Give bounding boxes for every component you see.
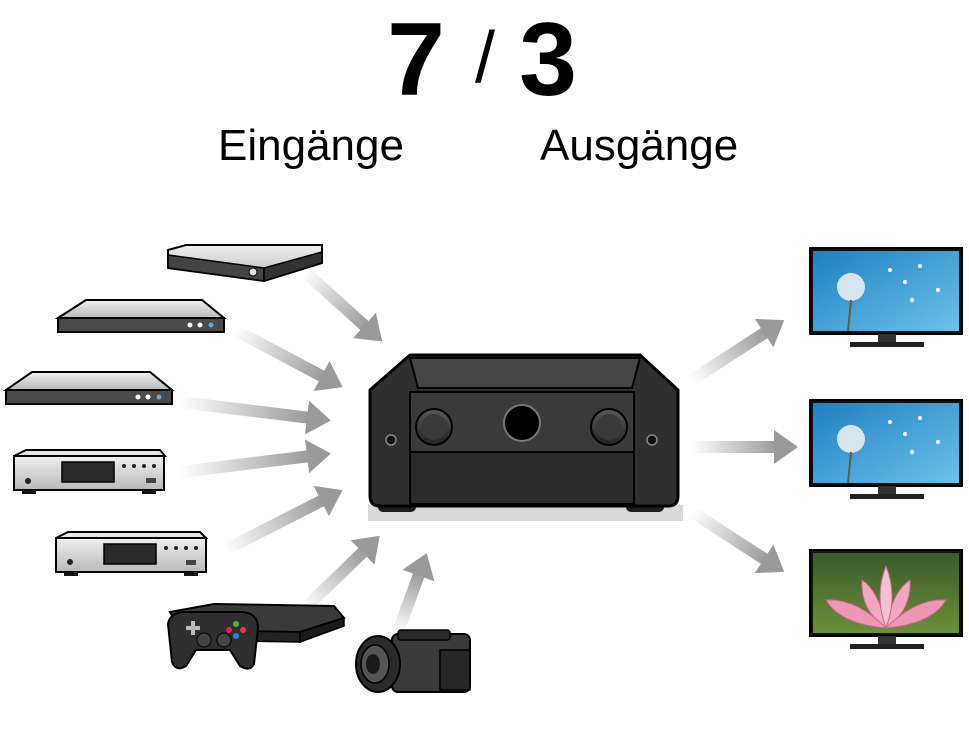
tv-dandelion-icon bbox=[809, 399, 963, 499]
camcorder-icon bbox=[355, 629, 471, 693]
output-arrow bbox=[688, 318, 785, 386]
cd-player-icon bbox=[13, 449, 168, 494]
tv-lotus-icon bbox=[809, 549, 963, 649]
inputs-count: 7 bbox=[387, 2, 445, 118]
output-arrow bbox=[692, 430, 798, 464]
output-arrows bbox=[688, 318, 798, 574]
input-arrow bbox=[392, 553, 435, 635]
game-console-icon bbox=[166, 602, 346, 670]
input-arrow bbox=[300, 535, 380, 613]
input-arrow bbox=[179, 396, 331, 435]
inputs-label: Eingänge bbox=[218, 121, 404, 170]
tuner-icon bbox=[55, 531, 209, 576]
streaming-box-icon bbox=[167, 244, 323, 283]
input-arrow bbox=[232, 324, 343, 392]
input-arrow bbox=[300, 267, 383, 342]
input-arrow bbox=[179, 439, 331, 478]
blu-ray-player-icon bbox=[54, 299, 227, 333]
output-arrow bbox=[688, 506, 785, 574]
outputs-count: 3 bbox=[519, 2, 577, 118]
outputs-label: Ausgänge bbox=[540, 121, 739, 170]
dvd-player-icon bbox=[2, 371, 175, 405]
tv-dandelion-icon bbox=[809, 247, 963, 347]
input-arrow bbox=[222, 485, 343, 556]
av-receiver-icon bbox=[368, 353, 683, 521]
input-arrows bbox=[179, 267, 435, 635]
ratio-separator: / bbox=[474, 18, 495, 98]
